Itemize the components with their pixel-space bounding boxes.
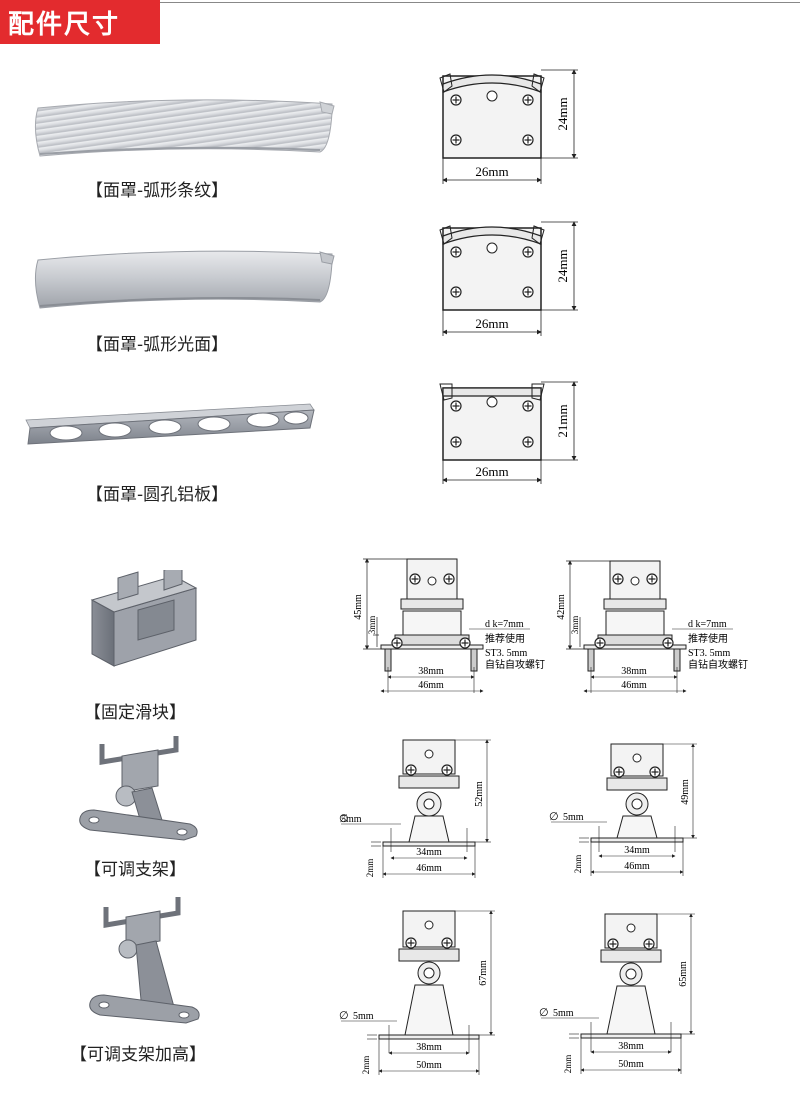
header-tab: 配件尺寸 [0,0,160,44]
bracket-height-label: 49mm [680,779,691,805]
adjustable-bracket-caption: 【可调支架】 [84,860,186,880]
slider-note3: 自钻自攻螺钉 [485,658,545,671]
cover-round-hole-drawing: 26mm 21mm [439,381,578,484]
cover-arc-glossy-caption: 【面罩-弧形光面】 [86,335,229,355]
cover-height-label: 21mm [555,404,570,437]
bracket-height-label: 52mm [474,781,485,807]
cover-round-hole-image [25,403,315,445]
tall-bracket-plate-label: 2mm [361,1056,371,1075]
cover-height-label: 24mm [555,97,570,130]
tall-bracket-hole-label: 5mm [553,1008,574,1019]
diameter-icon: ∅ [549,811,559,823]
header-divider [160,2,800,3]
cover-arc-striped-drawing: 26mm 24mm [439,69,578,184]
adjustable-bracket-drawing-right: 49mm ∅ 5mm 34mm 46mm 2mm [549,743,697,876]
slider-outer-label: 46mm [418,680,444,691]
bracket-plate-label: 2mm [573,855,583,874]
slider-note1: 推荐使用 [688,632,728,645]
tall-bracket-inner-label: 38mm [618,1041,644,1052]
slider-note2: ST3. 5mm [688,648,730,659]
slider-height-label: 42mm [556,594,567,620]
slider-inner-label: 38mm [418,666,444,677]
cover-width-label: 26mm [475,164,508,179]
cover-arc-striped-caption: 【面罩-弧形条纹】 [86,181,229,201]
tall-bracket-plate-label: 2mm [563,1055,573,1074]
cover-width-label: 26mm [475,464,508,479]
tall-bracket-hole-label: 5mm [353,1011,374,1022]
diameter-icon: ∅ [339,813,349,825]
cover-arc-glossy-drawing: 26mm 24mm [439,221,578,336]
fixed-slider-drawing-left: 45mm 3mm d k=7mm 推荐使用 ST3. 5mm 自钻自攻螺钉 38… [353,558,545,693]
slider-note2: ST3. 5mm [485,648,527,659]
page-title: 配件尺寸 [8,10,121,40]
bracket-outer-label: 46mm [416,863,442,874]
cover-width-label: 26mm [475,316,508,331]
tall-bracket-image [89,897,200,1024]
fixed-slider-caption: 【固定滑块】 [84,703,186,723]
cover-arc-striped-image [34,99,335,157]
diameter-icon: ∅ [339,1010,349,1022]
cover-arc-glossy-image [34,250,335,309]
tall-bracket-inner-label: 38mm [416,1042,442,1053]
fixed-slider-drawing-right: 42mm 3mm d k=7mm 推荐使用 ST3. 5mm 自钻自攻螺钉 38… [556,560,748,693]
slider-outer-label: 46mm [621,680,647,691]
adjustable-bracket-image [79,736,198,841]
cover-height-label: 24mm [555,249,570,282]
slider-screw-label: d k=7mm [485,619,524,630]
bracket-hole-label: 5mm [341,814,362,825]
slider-inner-label: 38mm [621,666,647,677]
fixed-slider-image [90,570,198,667]
slider-note3: 自钻自攻螺钉 [688,658,748,671]
section-header: 配件尺寸 [0,0,800,46]
cover-round-hole-caption: 【面罩-圆孔铝板】 [86,485,229,505]
adjustable-bracket-drawing-left: 52mm 5mm ∅ 34mm 46mm 2mm [339,739,491,878]
tall-bracket-outer-label: 50mm [618,1059,644,1070]
slider-height-label: 45mm [353,594,364,620]
tall-bracket-drawing-left: 67mm ∅ 5mm 38mm 50mm 2mm [339,910,495,1075]
slider-depth-label: 3mm [570,616,580,635]
tall-bracket-height-label: 65mm [678,961,689,987]
slider-note1: 推荐使用 [485,632,525,645]
tall-bracket-outer-label: 50mm [416,1060,442,1071]
bracket-outer-label: 46mm [624,861,650,872]
tall-bracket-caption: 【可调支架加高】 [70,1045,206,1065]
slider-screw-label: d k=7mm [688,619,727,630]
bracket-inner-label: 34mm [416,847,442,858]
slider-depth-label: 3mm [367,616,377,635]
tall-bracket-drawing-right: 65mm ∅ 5mm 38mm 50mm 2mm [539,913,695,1074]
diameter-icon: ∅ [539,1007,549,1019]
bracket-plate-label: 2mm [365,859,375,878]
bracket-inner-label: 34mm [624,845,650,856]
tall-bracket-height-label: 67mm [478,960,489,986]
bracket-hole-label: 5mm [563,812,584,823]
